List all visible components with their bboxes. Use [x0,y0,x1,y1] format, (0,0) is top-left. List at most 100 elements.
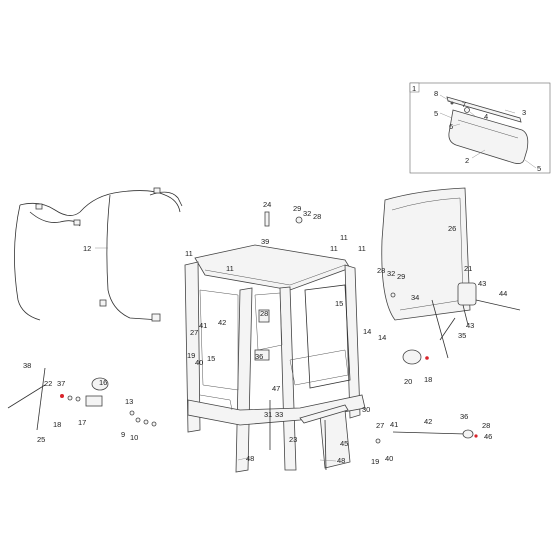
callout-14: 14 [363,327,371,336]
inset-label: 1 [412,84,416,93]
door-frame [304,284,351,389]
antenna-mount [264,211,270,227]
callout-36: 36 [460,412,468,421]
cab-console [289,349,349,386]
cab-pillar-front-left [235,287,253,473]
callout-28: 28 [313,212,321,221]
inset-label-box [409,82,420,93]
callout-21: 21 [464,264,472,273]
wiper-motor-right [402,349,422,365]
callout-30: 30 [362,405,370,414]
callout-8: 8 [434,89,438,98]
harness-left-branch [14,204,41,321]
hardware-nut [151,421,157,427]
callout-18: 18 [424,375,432,384]
wiper-seal [75,396,81,402]
inset-leaders [439,94,537,169]
wiper-motor-bracket [85,395,103,407]
cab-pillar-right [344,264,361,419]
callout-19: 19 [187,351,195,360]
callout-15: 15 [335,299,343,308]
callout-7: 7 [462,100,466,109]
wiper-arm-left [7,384,46,409]
callout-35: 35 [458,331,466,340]
front-window [254,292,283,351]
callout-23: 23 [289,435,297,444]
callout-45: 45 [340,439,348,448]
harness-lead [29,211,81,227]
dome-light-base [295,216,303,224]
callout-12: 12 [83,244,91,253]
visor-screw [450,101,454,105]
door-sill-strip [299,404,349,424]
washer-rod-assembly [375,429,478,444]
cab-roof [194,244,351,291]
callout-28: 28 [260,309,268,318]
wiper-blade-right [431,299,449,359]
callout-47: 47 [272,384,280,393]
callout-31: 31 [264,410,272,419]
callout-9: 9 [121,430,125,439]
harness-connector [99,299,107,307]
callout-5: 5 [434,109,438,118]
callout-25: 25 [37,435,45,444]
callout-41: 41 [199,321,207,330]
callout-6: 6 [449,122,453,131]
callout-11: 11 [340,233,348,242]
wiper-motor-left [91,377,109,391]
callout-39: 39 [261,237,269,246]
callout-29: 29 [397,272,405,281]
callout-2: 2 [465,156,469,165]
callout-29: 29 [293,204,301,213]
callout-24: 24 [263,200,271,209]
callout-27: 27 [376,421,384,430]
sun-visor-inset: 1 [409,82,551,174]
small-hardware [129,211,337,471]
callout-44: 44 [499,289,507,298]
rear-window-glass [381,187,471,321]
harness-middle-branch [106,194,161,321]
hardware-nut [143,419,149,425]
harness-connector [153,187,161,194]
callout-28: 28 [377,266,385,275]
callout-48: 48 [246,454,254,463]
callout-20: 20 [404,377,412,386]
callout-3: 3 [522,108,526,117]
callout-43: 43 [478,279,486,288]
seal-strip [324,419,327,471]
callout-41: 41 [390,420,398,429]
callout-11: 11 [185,249,193,258]
cab-mount-block [254,349,270,361]
callout-5: 5 [537,164,541,173]
wiper-nut [60,394,64,398]
callout-13: 13 [125,397,133,406]
callout-27: 27 [190,328,198,337]
callout-4: 4 [484,112,488,121]
washer-nozzle [462,429,474,439]
cab-frame [184,187,471,473]
washer-hose [475,299,521,311]
callout-33: 33 [275,410,283,419]
callout-42: 42 [218,318,226,327]
visor-edge [457,119,519,139]
hardware-washer [135,417,141,423]
rear-window-inner [391,197,464,311]
callout-36: 36 [255,352,263,361]
callout-17: 17 [78,418,86,427]
wiper-nut-right [425,356,429,360]
callout-19: 19 [371,457,379,466]
washer-reservoir [457,282,477,306]
washer-rod [392,431,467,435]
callout-40: 40 [385,454,393,463]
callout-32: 32 [303,209,311,218]
cab-pillar-rear-left [184,261,201,433]
washer-nozzle-nut [474,434,478,438]
harness-top-branch [19,190,181,216]
callout-46: 46 [484,432,492,441]
harness-connector [73,219,81,226]
roof-edge [204,264,346,286]
callout-14-lower: 14 [378,333,386,342]
callout-34: 34 [411,293,419,302]
wiper-arm-right [439,317,456,341]
callout-42: 42 [424,417,432,426]
